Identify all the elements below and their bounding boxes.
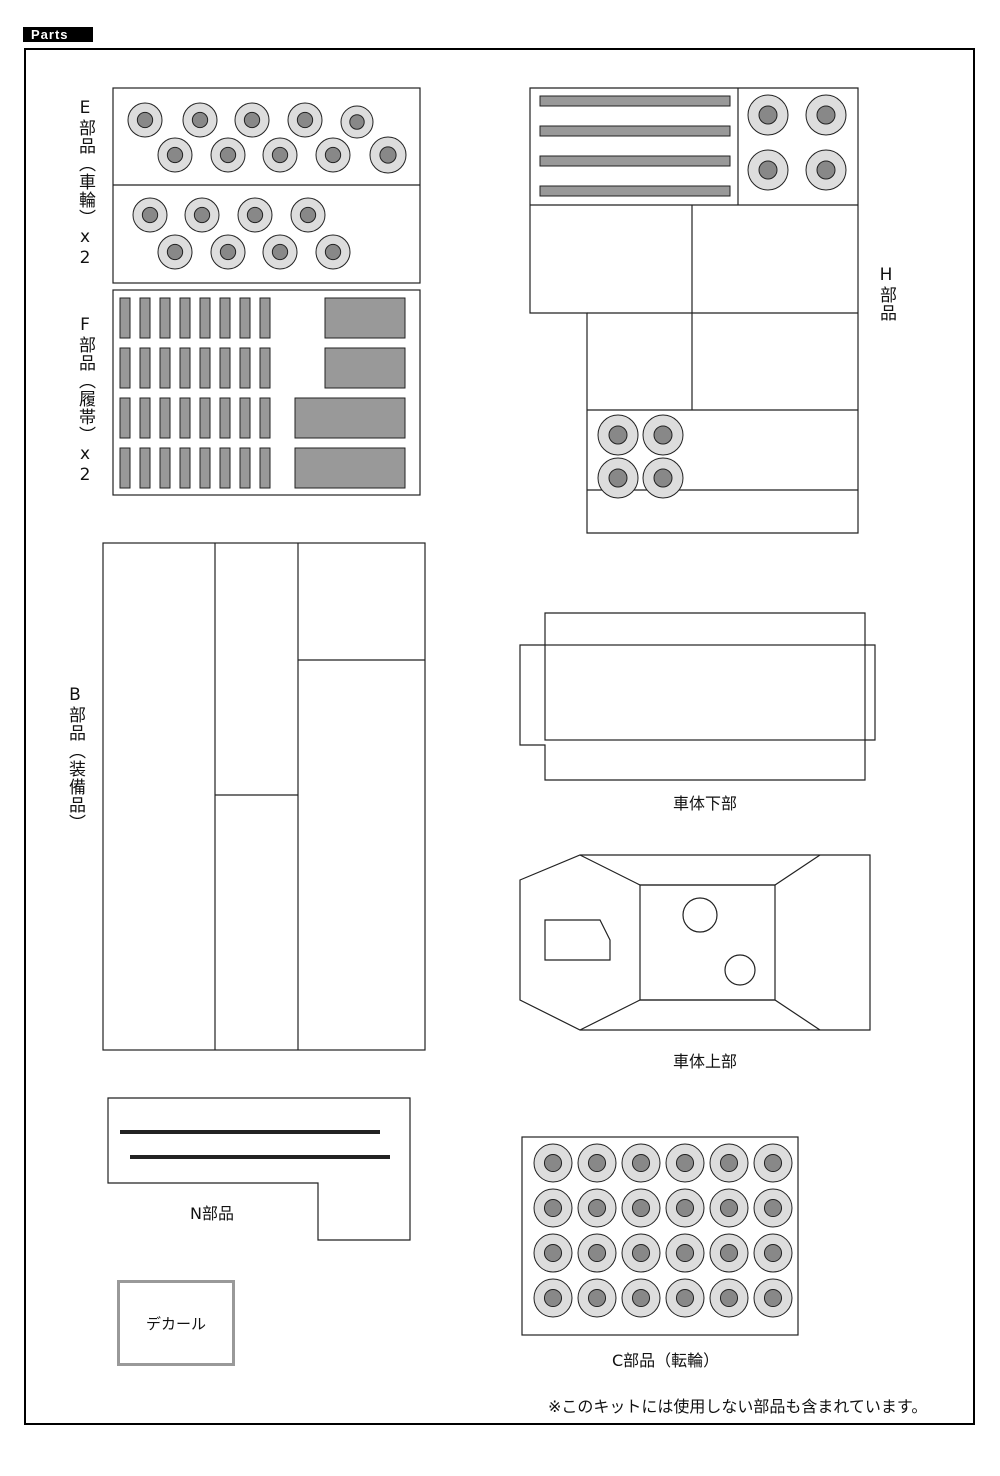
- track-link: [239, 347, 251, 389]
- track-link: [239, 397, 251, 439]
- track-link: [119, 297, 131, 339]
- track-link: [139, 447, 151, 489]
- track-link: [139, 297, 151, 339]
- track-link-group: [294, 447, 406, 489]
- parts-heading: Parts: [23, 27, 93, 42]
- sprue-f-label: F部品（履帯）x2: [75, 315, 95, 486]
- rod: [539, 185, 731, 197]
- decal-sheet: デカール: [117, 1280, 235, 1366]
- lower-hull-label: 車体下部: [673, 794, 738, 813]
- sprue-h-label: H部品: [876, 265, 896, 322]
- track-link: [219, 397, 231, 439]
- lower-hull: [519, 612, 876, 781]
- track-link-group: [294, 397, 406, 439]
- track-link: [179, 447, 191, 489]
- sprue-e-label: E部品（車輪）x2: [75, 98, 95, 269]
- track-link: [219, 447, 231, 489]
- track-link: [159, 397, 171, 439]
- track-link: [119, 447, 131, 489]
- track-link: [239, 297, 251, 339]
- sprue-b-label: B部品（装備品）: [65, 685, 85, 832]
- track-link: [219, 347, 231, 389]
- sprue-c-label: C部品（転輪）: [612, 1351, 720, 1370]
- track-link: [259, 447, 271, 489]
- track-link: [159, 447, 171, 489]
- track-link: [119, 347, 131, 389]
- track-link: [159, 297, 171, 339]
- track-link: [219, 297, 231, 339]
- track-link: [259, 397, 271, 439]
- track-link: [179, 297, 191, 339]
- track-link: [259, 297, 271, 339]
- track-link: [179, 397, 191, 439]
- rod: [539, 125, 731, 137]
- sprue-c-frame: [521, 1136, 799, 1336]
- decal-label: デカール: [145, 1314, 206, 1333]
- sprue-n-label: N部品: [190, 1204, 234, 1223]
- track-link-group: [324, 347, 406, 389]
- sprue-n-frame: [107, 1097, 411, 1241]
- track-link: [199, 347, 211, 389]
- track-link: [139, 397, 151, 439]
- rod: [539, 155, 731, 167]
- rod: [539, 95, 731, 107]
- track-link: [119, 397, 131, 439]
- track-link: [159, 347, 171, 389]
- track-link-group: [324, 297, 406, 339]
- upper-hull: [519, 854, 871, 1031]
- sprue-b-frame: [102, 542, 426, 1051]
- parts-frame: [24, 48, 975, 1425]
- sprue-f-frame: [112, 289, 421, 496]
- track-link: [199, 397, 211, 439]
- track-link: [179, 347, 191, 389]
- track-link: [199, 447, 211, 489]
- track-link: [139, 347, 151, 389]
- footer-note: ※このキットには使用しない部品も含まれています。: [548, 1397, 928, 1416]
- upper-hull-label: 車体上部: [673, 1052, 738, 1071]
- track-link: [239, 447, 251, 489]
- sprue-h-frame: [529, 87, 859, 534]
- track-link: [199, 297, 211, 339]
- track-link: [259, 347, 271, 389]
